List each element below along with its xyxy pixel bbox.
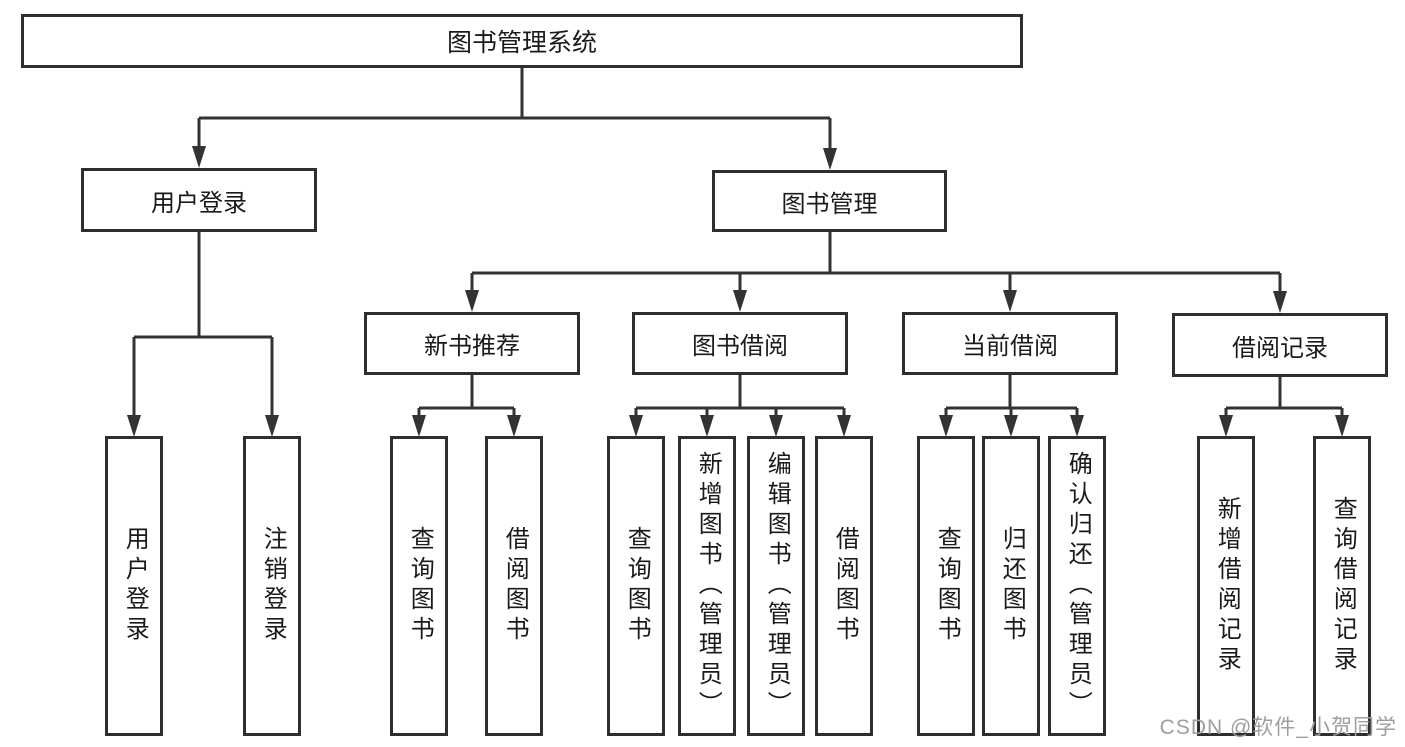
leaf-return-books: 归还图书 [982,436,1040,736]
node-label: 新书推荐 [424,333,520,360]
node-label: 借阅记录 [1232,334,1328,362]
node-label: 借阅图书 [831,526,859,646]
node-book-management: 图书管理 [712,170,947,232]
node-label: 用户登录 [121,526,149,646]
node-borrowing-records: 借阅记录 [1172,313,1388,377]
node-book-borrowing: 图书借阅 [632,312,848,375]
leaf-add-borrow-record: 新增借阅记录 [1197,436,1255,736]
node-label: 归还图书 [998,526,1026,646]
node-label: 新增图书（管理员） [694,451,722,721]
node-label: 图书借阅 [692,333,788,360]
node-label: 借阅图书 [501,526,529,646]
node-label: 查询借阅记录 [1329,496,1357,676]
node-new-book-recommendation: 新书推荐 [364,312,580,375]
node-current-borrowing: 当前借阅 [902,312,1118,375]
leaf-borrow-books: 借阅图书 [485,436,543,736]
leaf-borrow-books: 借阅图书 [815,436,873,736]
csdn-watermark: CSDN @软件_小贺同学 [1159,716,1397,739]
leaf-query-books: 查询图书 [917,436,975,736]
node-label: 图书管理 [781,190,878,218]
leaf-logout: 注销登录 [243,436,301,736]
leaf-query-books: 查询图书 [607,436,665,736]
node-label: 注销登录 [259,526,287,646]
node-label: 用户登录 [151,189,247,217]
node-label: 确认归还（管理员） [1064,451,1092,721]
node-label: 编辑图书（管理员） [763,451,791,721]
leaf-confirm-return-admin: 确认归还（管理员） [1048,436,1106,736]
node-label: 查询图书 [933,526,961,646]
node-library-management-system: 图书管理系统 [21,14,1023,68]
leaf-query-books: 查询图书 [390,436,448,736]
leaf-query-borrow-record: 查询借阅记录 [1313,436,1371,736]
leaf-edit-books-admin: 编辑图书（管理员） [747,436,805,736]
node-label: 查询图书 [406,526,434,646]
leaf-user-login: 用户登录 [105,436,163,736]
leaf-add-books-admin: 新增图书（管理员） [678,436,736,736]
node-user-login: 用户登录 [81,168,317,232]
node-label: 图书管理系统 [446,29,597,57]
node-label: 当前借阅 [962,333,1058,360]
node-label: 查询图书 [623,526,651,646]
node-label: 新增借阅记录 [1213,496,1241,676]
